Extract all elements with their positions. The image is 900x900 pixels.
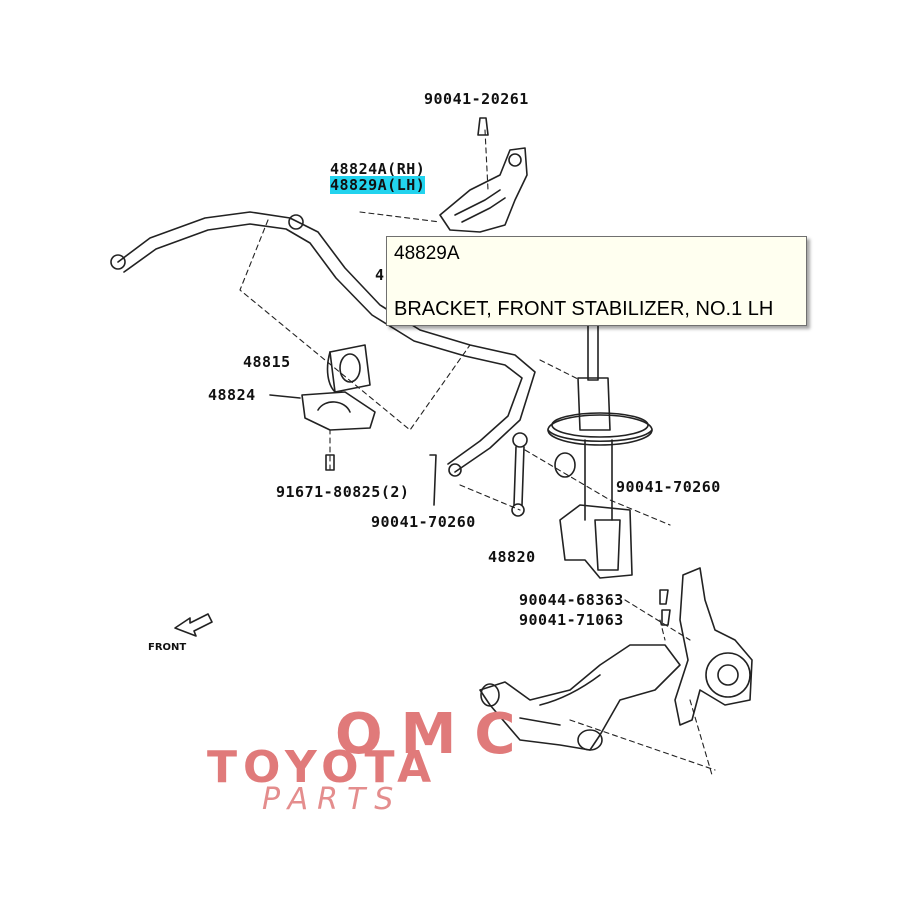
- callout-bracket-lower[interactable]: 48824: [208, 386, 256, 404]
- watermark-omc: OMC: [335, 702, 534, 767]
- stabilizer-link[interactable]: [429, 432, 528, 517]
- part-tooltip: 48829A BRACKET, FRONT STABILIZER, NO.1 L…: [386, 236, 807, 326]
- upper-bracket[interactable]: [439, 117, 528, 233]
- callout-bracket-rh[interactable]: 48824A(RH): [330, 160, 426, 178]
- callout-bushing[interactable]: 48815: [243, 353, 291, 371]
- front-label: FRONT: [148, 642, 187, 653]
- stabilizer-bracket[interactable]: [269, 391, 376, 471]
- callout-link[interactable]: 48820: [488, 548, 536, 566]
- watermark-toyota: TOYOTA: [207, 742, 438, 793]
- lower-control-arm[interactable]: [479, 644, 681, 751]
- callout-bolt-lower[interactable]: 91671-80825(2): [276, 483, 410, 501]
- callout-partial: 4: [375, 266, 385, 284]
- tooltip-part-description: BRACKET, FRONT STABILIZER, NO.1 LH: [394, 298, 774, 320]
- steering-knuckle[interactable]: [659, 567, 753, 726]
- strut-assembly[interactable]: [547, 324, 653, 579]
- watermark-parts: PARTS: [262, 782, 403, 817]
- stabilizer-bar[interactable]: [110, 211, 536, 477]
- callout-nut-strut[interactable]: 90041-70260: [616, 478, 721, 496]
- callout-nut-arm-2[interactable]: 90041-71063: [519, 611, 624, 629]
- front-arrow-icon: [174, 613, 213, 637]
- callout-nut-link[interactable]: 90041-70260: [371, 513, 476, 531]
- tooltip-part-code: 48829A: [394, 243, 460, 264]
- callout-bolt-top[interactable]: 90041-20261: [424, 90, 529, 108]
- stabilizer-bushing[interactable]: [326, 344, 371, 393]
- callout-bracket-lh[interactable]: 48829A(LH): [330, 176, 426, 194]
- callout-nut-arm-1[interactable]: 90044-68363: [519, 591, 624, 609]
